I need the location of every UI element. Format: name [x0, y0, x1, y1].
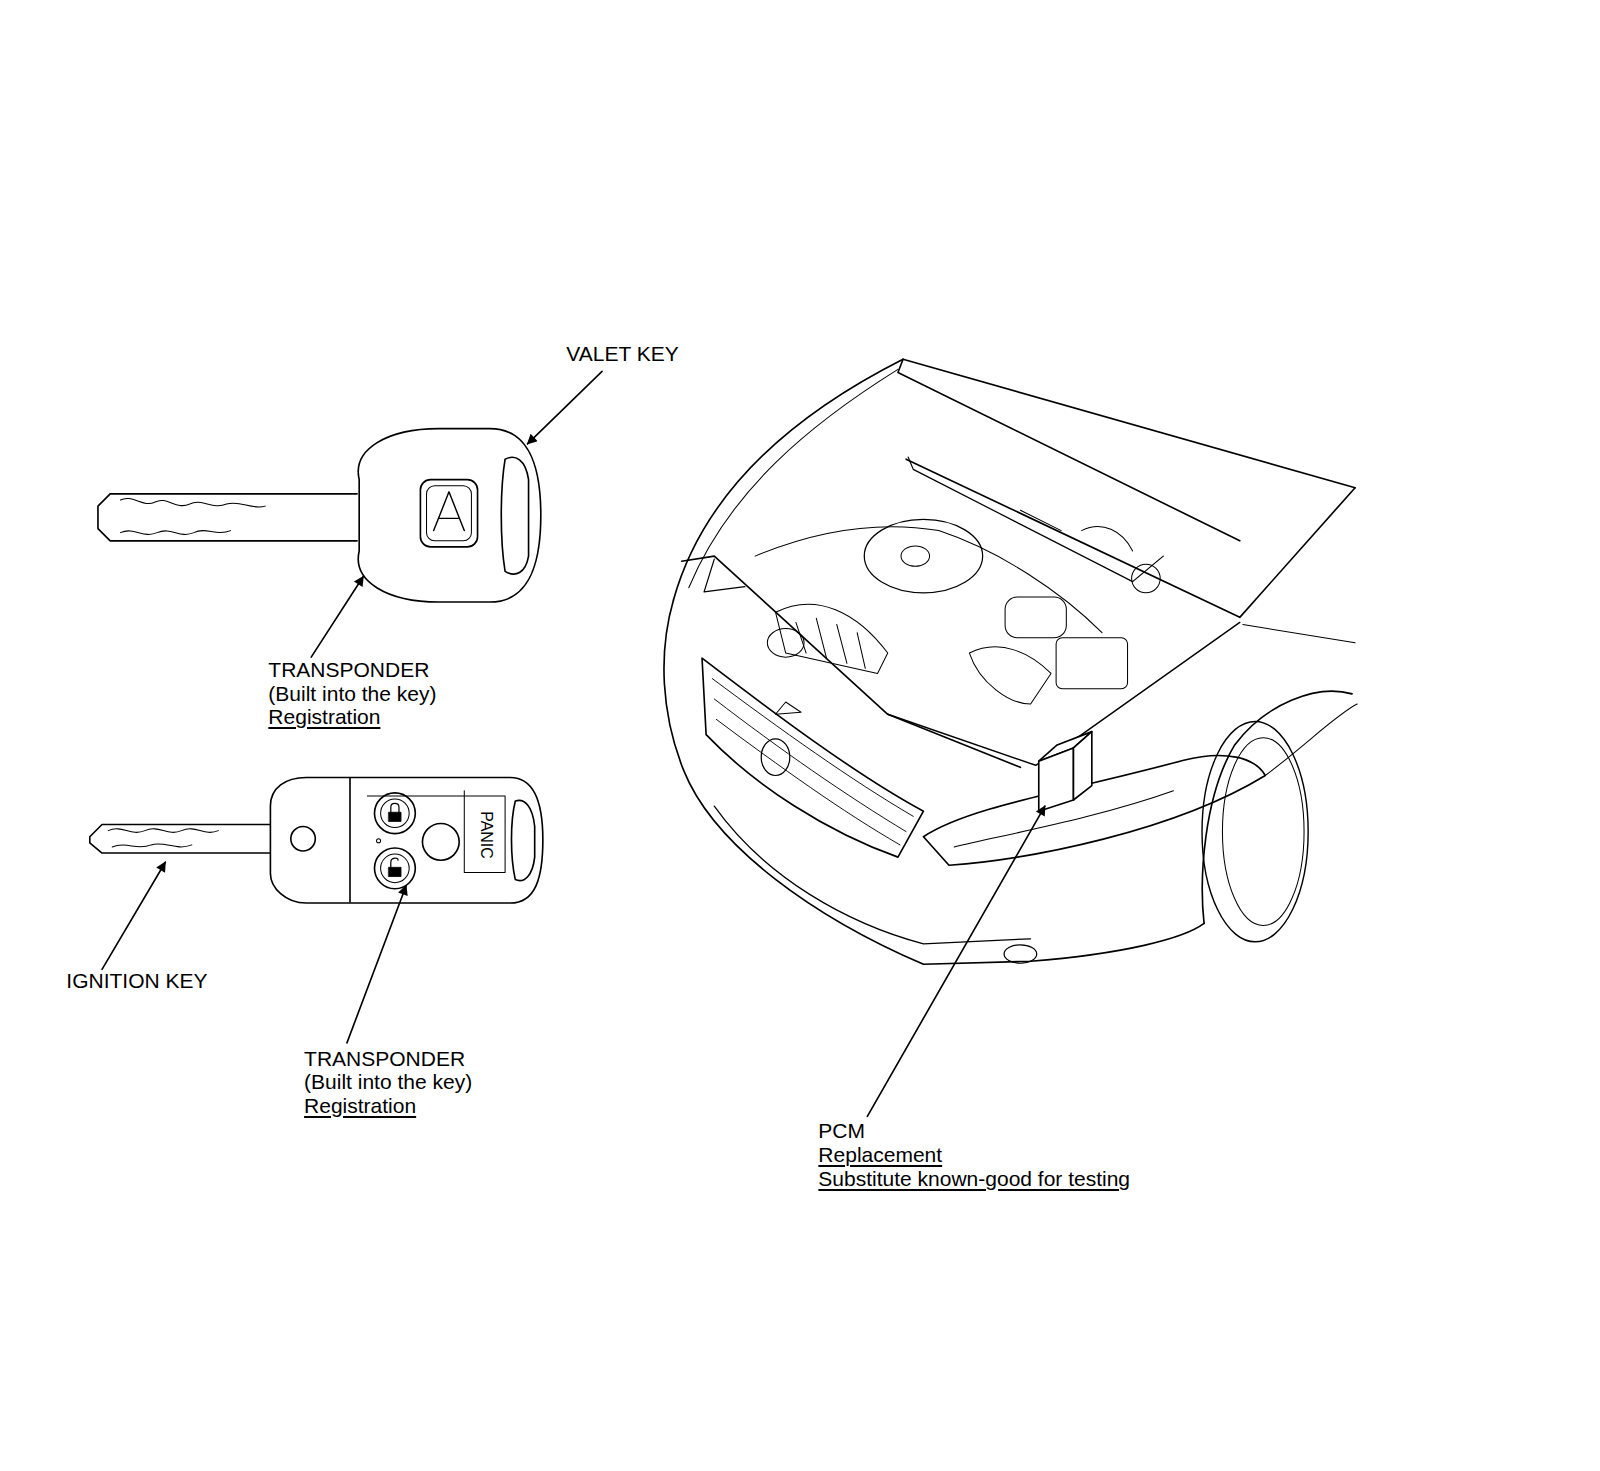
- part-label: TRANSPONDER: [268, 658, 429, 682]
- ignition-key: [90, 778, 543, 1043]
- part-label: TRANSPONDER: [304, 1047, 465, 1071]
- part-label: (Built into the key): [304, 1070, 472, 1094]
- part-label: Registration: [304, 1094, 416, 1118]
- button-label: PANIC: [474, 811, 498, 859]
- part-label: IGNITION KEY: [66, 969, 207, 993]
- part-label: (Built into the key): [268, 682, 436, 706]
- part-label: VALET KEY: [566, 342, 678, 366]
- part-label: Registration: [268, 705, 380, 729]
- valet-key: [98, 371, 602, 657]
- part-label: PCM: [818, 1119, 865, 1143]
- car-illustration: [664, 359, 1357, 1116]
- part-label: Substitute known-good for testing: [818, 1167, 1130, 1191]
- part-label: Replacement: [818, 1143, 942, 1167]
- pcm-box: [1039, 748, 1074, 811]
